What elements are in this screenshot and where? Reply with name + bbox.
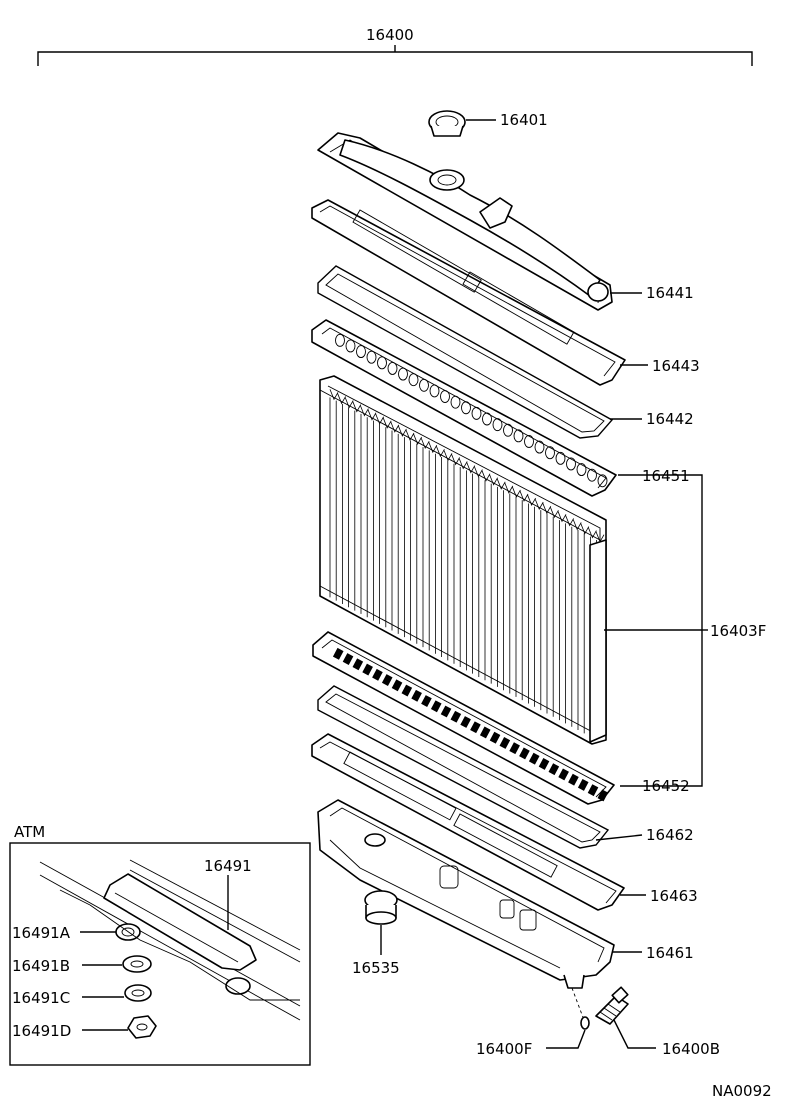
lower-callouts: 16462 16463 16461 <box>595 826 698 962</box>
lower-core-header <box>312 631 615 805</box>
drain-plug-assembly: 16400F 16400B <box>476 986 720 1058</box>
radiator-cap: 16401 <box>428 110 548 137</box>
upper-core-header <box>311 319 617 497</box>
assembly-bracket: 16400 <box>37 26 753 66</box>
callout-16401: 16401 <box>500 111 548 129</box>
callout-16462: 16462 <box>646 826 694 844</box>
upper-gasket: 16442 <box>317 265 694 439</box>
upper-plate: 16443 <box>311 199 700 386</box>
callout-16443: 16443 <box>652 357 700 375</box>
callout-16491: 16491 <box>204 857 252 875</box>
atm-label: ATM <box>14 823 45 841</box>
callout-16491B: 16491B <box>12 957 70 975</box>
lower-tank <box>317 799 615 989</box>
callout-16441: 16441 <box>646 284 694 302</box>
callout-16400F: 16400F <box>476 1040 532 1058</box>
callout-16463: 16463 <box>650 887 698 905</box>
callout-16491D: 16491D <box>12 1022 71 1040</box>
callout-16400: 16400 <box>366 26 414 44</box>
callout-16403F: 16403F <box>710 622 766 640</box>
core-assembly-bracket: 16451 16403F 16452 <box>604 467 766 795</box>
callout-16461: 16461 <box>646 944 694 962</box>
callout-16400B: 16400B <box>662 1040 720 1058</box>
upper-tank: 16441 <box>317 132 694 311</box>
callout-16491A: 16491A <box>12 924 71 942</box>
callout-16451: 16451 <box>642 467 690 485</box>
lower-plate <box>311 733 625 911</box>
radiator-core <box>319 375 607 745</box>
drain-cock: 16535 <box>352 890 400 977</box>
callout-16535: 16535 <box>352 959 400 977</box>
callout-16452: 16452 <box>642 777 690 795</box>
lower-gasket <box>317 685 610 849</box>
callout-16442: 16442 <box>646 410 694 428</box>
callout-16491C: 16491C <box>12 989 70 1007</box>
figure-code: NA0092 <box>712 1082 772 1100</box>
atm-inset: ATM 16491 16491A 16491B 16491C 16491D <box>9 823 311 1066</box>
